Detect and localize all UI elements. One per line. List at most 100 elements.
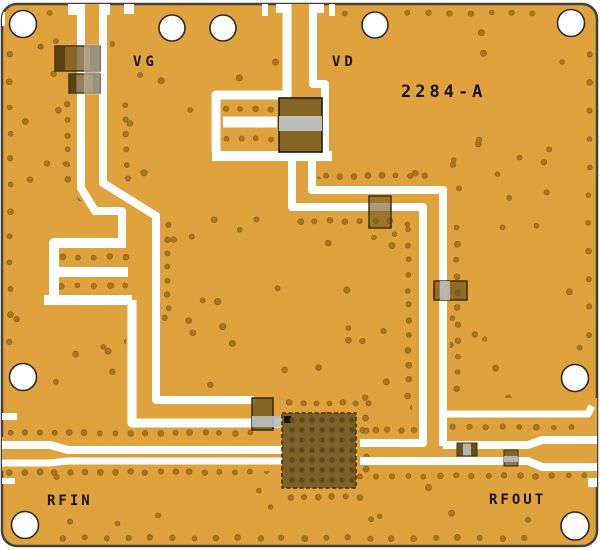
via-dot <box>499 535 507 542</box>
via-dot <box>53 378 59 385</box>
via-dot <box>364 172 372 179</box>
vd-trace-outer-clearance <box>308 154 447 446</box>
via-dot <box>425 9 432 16</box>
ic-via-dot <box>289 427 295 433</box>
via-dot <box>90 254 97 261</box>
via-dot <box>405 375 413 383</box>
via-dot <box>494 171 501 177</box>
via-dot <box>172 468 180 475</box>
mounting-hole <box>158 14 186 42</box>
via-dot <box>467 10 474 17</box>
via-dot <box>356 218 363 225</box>
via-dot <box>216 430 222 436</box>
via-dot <box>532 473 539 480</box>
via-dot <box>6 338 13 345</box>
via-dot <box>517 472 524 479</box>
via-dot <box>585 192 592 198</box>
via-dot <box>477 29 485 37</box>
via-dot <box>104 347 112 355</box>
via-dot <box>81 468 89 476</box>
vd-launch-slot-right <box>316 4 324 13</box>
edge-slot <box>124 4 134 14</box>
amplifier-ic <box>281 412 357 489</box>
via-dot <box>454 534 461 541</box>
via-dot <box>471 331 479 338</box>
via-dot <box>67 518 73 525</box>
via-dot <box>6 233 13 240</box>
via-dot <box>64 101 71 108</box>
via-dot <box>164 263 170 270</box>
ic-via-dot <box>329 427 335 433</box>
via-dot <box>109 368 116 375</box>
pin1-marker <box>284 416 291 423</box>
via-dot <box>80 429 88 436</box>
vg-trace-right-clearance <box>99 4 254 404</box>
mounting-holes <box>8 8 590 541</box>
via-dot <box>185 317 192 324</box>
via-dot <box>189 329 197 337</box>
ic-via-dot <box>289 437 295 443</box>
via-dot <box>451 157 457 163</box>
edge-tick <box>588 478 597 487</box>
via-dot <box>339 399 346 406</box>
ic-via-dot <box>339 467 345 473</box>
ic-via-dot <box>329 417 335 423</box>
capacitor-input <box>251 397 286 431</box>
via-dot <box>164 250 171 257</box>
via-dot <box>373 473 379 480</box>
via-dot <box>43 160 51 167</box>
via-dot <box>405 361 413 369</box>
via-dot <box>137 72 144 79</box>
via-dot <box>391 231 398 237</box>
via-dot <box>186 429 193 436</box>
via-dot <box>433 534 440 541</box>
via-dot <box>326 400 333 407</box>
via-dot <box>378 172 386 179</box>
via-dot <box>482 336 488 342</box>
via-dot <box>392 172 399 179</box>
via-dot <box>58 283 65 290</box>
via-dot <box>489 9 495 16</box>
via-dot <box>112 469 119 476</box>
via-dot <box>237 227 243 233</box>
via-dot <box>410 427 418 434</box>
ic-via-dot <box>299 417 305 423</box>
label-vg: VG <box>133 54 158 70</box>
via-dot <box>268 136 274 143</box>
via-dot <box>188 233 195 240</box>
via-dot <box>297 218 305 225</box>
via-dot <box>323 534 330 541</box>
label-rfin: RFIN <box>47 493 93 509</box>
via-dot <box>387 535 395 542</box>
mounting-hole <box>556 8 586 38</box>
via-dot <box>64 117 71 123</box>
via-dot <box>453 385 460 392</box>
capacitor-vd <box>278 97 323 153</box>
rfin-bottom-clearance <box>2 457 283 467</box>
via-dot <box>64 175 72 183</box>
via-dot <box>272 58 279 66</box>
via-dot <box>238 135 245 142</box>
via-dot <box>281 366 288 373</box>
ic-via-dot <box>299 447 305 453</box>
ic-via-dot <box>329 457 335 463</box>
via-dot <box>163 291 171 298</box>
via-dot <box>300 400 307 407</box>
via-dot <box>158 468 164 475</box>
via-dot <box>437 472 444 480</box>
via-dot <box>405 473 412 479</box>
via-dot <box>363 427 370 434</box>
via-dot <box>350 173 358 180</box>
ic-via-dot <box>349 477 355 483</box>
label-vd: VD <box>332 54 357 70</box>
via-dot <box>468 473 475 480</box>
mounting-hole <box>560 363 590 393</box>
via-dot <box>362 465 370 473</box>
via-dot <box>169 534 176 541</box>
via-dot <box>328 493 335 500</box>
via-dot <box>127 430 135 437</box>
via-dot <box>64 146 71 153</box>
ic-via-dot <box>309 417 315 423</box>
via-dot <box>37 429 43 436</box>
via-dot <box>398 427 405 434</box>
